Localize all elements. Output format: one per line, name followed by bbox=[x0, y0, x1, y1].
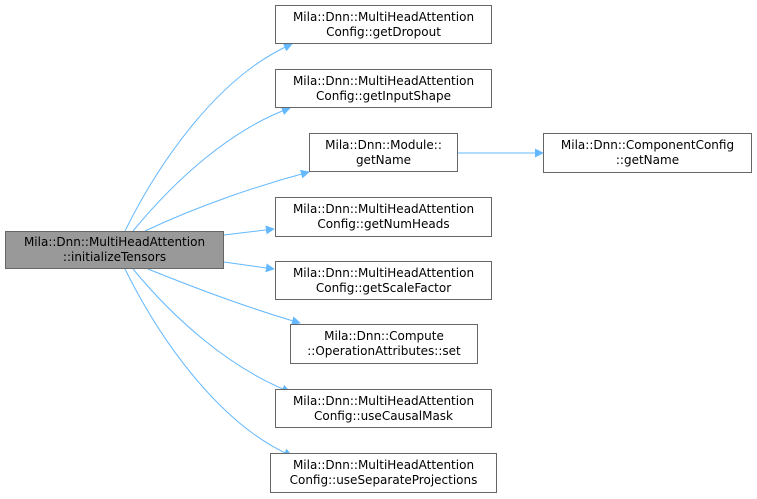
node-label-line2: Config::getDropout bbox=[326, 24, 441, 39]
node-initialize-tensors: Mila::Dnn::MultiHeadAttention ::initiali… bbox=[5, 231, 224, 269]
node-label-line2: Config::getInputShape bbox=[316, 88, 451, 103]
edge-to-getDropout bbox=[124, 43, 293, 232]
node-label-line1: Mila::Dnn::MultiHeadAttention bbox=[292, 265, 475, 280]
node-label-line1: Mila::Dnn::Compute bbox=[324, 329, 444, 343]
node-label-line1: Mila::Dnn::MultiHeadAttention bbox=[23, 235, 206, 249]
node-label-line1: Mila::Dnn::ComponentConfig bbox=[560, 138, 735, 152]
edge-to-getInputShape bbox=[132, 106, 291, 232]
node-label-line2: Config::useCausalMask bbox=[313, 408, 453, 423]
node-label-line2: ::OperationAttributes::set bbox=[307, 344, 461, 358]
edge-to-getNumHeads bbox=[223, 225, 275, 236]
node-label-line1: Mila::Dnn::MultiHeadAttention bbox=[292, 9, 475, 24]
node-get-input-shape[interactable]: Mila::Dnn::MultiHeadAttention Config::ge… bbox=[275, 69, 492, 108]
node-label-line2: Config::getNumHeads bbox=[317, 217, 450, 231]
node-get-scale-factor[interactable]: Mila::Dnn::MultiHeadAttention Config::ge… bbox=[275, 261, 492, 300]
node-component-config-get-name[interactable]: Mila::Dnn::ComponentConfig ::getName bbox=[543, 133, 752, 173]
node-label-line1: Mila::Dnn::MultiHeadAttention bbox=[292, 73, 475, 88]
node-label-line2: ::getName bbox=[615, 153, 680, 167]
node-operation-attributes-set[interactable]: Mila::Dnn::Compute ::OperationAttributes… bbox=[290, 324, 478, 364]
node-label-line1: Mila::Dnn::MultiHeadAttention bbox=[292, 458, 475, 472]
node-module-get-name[interactable]: Mila::Dnn::Module:: getName bbox=[309, 133, 458, 172]
node-label-line1: Mila::Dnn::MultiHeadAttention bbox=[292, 202, 475, 216]
node-label-line2: Config::getScaleFactor bbox=[315, 280, 452, 295]
node-use-causal-mask[interactable]: Mila::Dnn::MultiHeadAttention Config::us… bbox=[275, 389, 492, 428]
edge-to-useCausalMask bbox=[132, 268, 291, 394]
node-label-line2: getName bbox=[355, 152, 412, 167]
node-label-line2: ::initializeTensors bbox=[62, 250, 167, 264]
edge-to-module-getName bbox=[144, 169, 310, 232]
node-label-line1: Mila::Dnn::MultiHeadAttention bbox=[292, 393, 475, 408]
node-use-separate-projections[interactable]: Mila::Dnn::MultiHeadAttention Config::us… bbox=[270, 453, 497, 493]
edge-to-getScaleFactor bbox=[223, 261, 275, 273]
edge-to-useSeparateProjections bbox=[124, 268, 293, 457]
edge-to-opattr-set bbox=[147, 268, 301, 326]
node-label-line1: Mila::Dnn::Module:: bbox=[325, 137, 442, 152]
node-get-num-heads[interactable]: Mila::Dnn::MultiHeadAttention Config::ge… bbox=[275, 197, 492, 237]
node-label-line2: Config::useSeparateProjections bbox=[289, 473, 478, 487]
node-get-dropout[interactable]: Mila::Dnn::MultiHeadAttention Config::ge… bbox=[275, 5, 492, 44]
